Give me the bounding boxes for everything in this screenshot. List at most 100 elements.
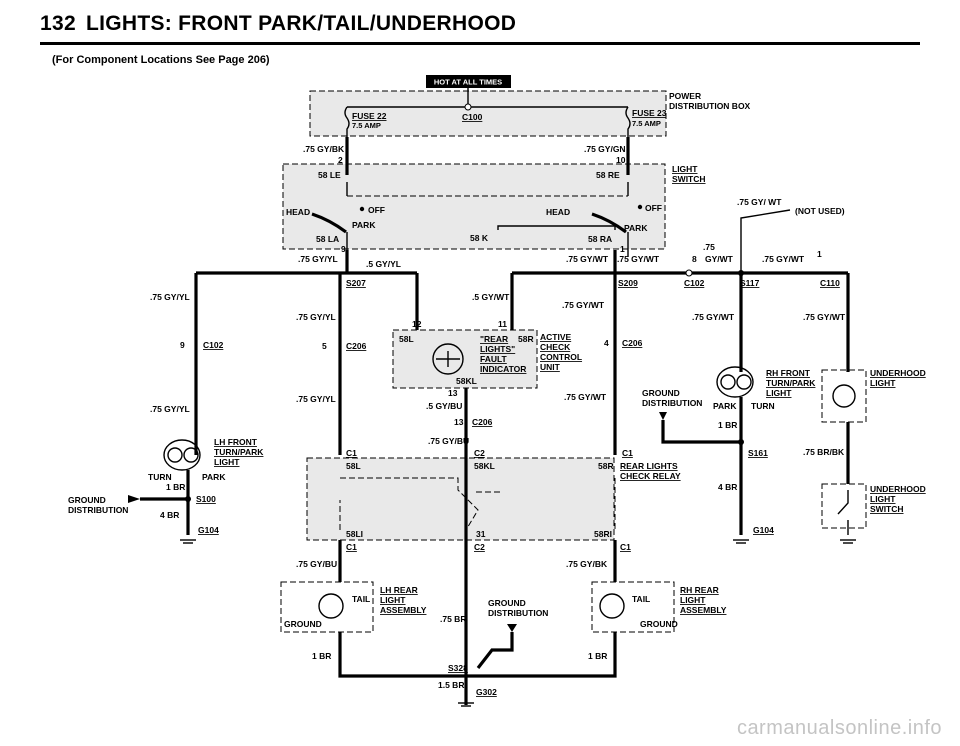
g104: G104 [198, 525, 219, 535]
lh-front-l2: TURN/PARK [214, 447, 264, 457]
acu-l3: CONTROL [540, 352, 582, 362]
relay-58l: 58L [346, 461, 361, 471]
relay-58kl: 58KL [474, 461, 495, 471]
underhood-bulb [832, 384, 856, 408]
c206-c: C206 [472, 417, 493, 427]
fuse-23-symbol [625, 106, 631, 137]
ground-dist-l1: GROUND [68, 495, 106, 505]
wire-gybk-b: .75 GY/BK [566, 559, 608, 569]
c102-top: C102 [684, 278, 705, 288]
relay-58li: 58LI [346, 529, 363, 539]
gd2-arrow [659, 412, 667, 420]
lh-front-bulb-1 [167, 447, 183, 463]
c1-b: C1 [622, 448, 633, 458]
rh-rear-box [591, 581, 675, 633]
pin-1b: 1 [817, 249, 822, 259]
tail-l: TAIL [352, 594, 370, 604]
power-distribution-box [309, 90, 667, 137]
park-label: PARK [202, 472, 226, 482]
lh-front-lamp-body [163, 439, 201, 471]
ground-r: GROUND [640, 619, 678, 629]
c100-connector [464, 103, 472, 111]
acu-l4: UNIT [540, 362, 561, 372]
pin-12: 12 [412, 319, 422, 329]
light-switch-label-2: SWITCH [672, 174, 706, 184]
page-number: 132 [40, 12, 76, 35]
pin-13b: 13 [454, 417, 464, 427]
rh-rear-l1: RH REAR [680, 585, 719, 595]
s117: S117 [740, 278, 760, 288]
br1d-label: 1 BR [588, 651, 607, 661]
gd3-arrow [507, 624, 517, 632]
br1-label: 1 BR [166, 482, 185, 492]
c206-a: C206 [346, 341, 367, 351]
light-switch-label-1: LIGHT [672, 164, 698, 174]
wire-gywt-c: GY/WT [705, 254, 734, 264]
sw-off-dot-left [359, 206, 365, 212]
gd2-wire [661, 420, 741, 444]
ground-l: GROUND [284, 619, 322, 629]
pin-4: 4 [604, 338, 609, 348]
lh-rear-l1: LH REAR [380, 585, 418, 595]
wire-5gybu: .5 GY/BU [426, 401, 462, 411]
fault-l4: INDICATOR [480, 364, 526, 374]
lh-rear-box [280, 581, 374, 633]
s328: S328 [448, 663, 468, 673]
sw-off-dot-right [637, 204, 643, 210]
fault-indicator-filament [436, 351, 460, 367]
gd2-l1: GROUND [642, 388, 680, 398]
wire-gywt-rr: .75 GY/WT [803, 312, 846, 322]
rh-rear-l3: ASSEMBLY [680, 605, 727, 615]
wire-gywt-sw: .75 GY/WT [566, 254, 609, 264]
g302: G302 [476, 687, 497, 697]
sw-off-left: OFF [368, 205, 385, 215]
g104b: G104 [753, 525, 774, 535]
rh-rear-bulb [599, 593, 625, 619]
fault-l1: "REAR [480, 334, 508, 344]
fault-indicator-bulb [432, 343, 464, 375]
sw-head-right: HEAD [546, 207, 570, 217]
power-box-label-1: POWER [669, 91, 701, 101]
underhood-switch-l1: UNDERHOOD [870, 484, 926, 494]
pin-9b: 9 [180, 340, 185, 350]
wire-75: .75 [703, 242, 715, 252]
relay-l2: CHECK RELAY [620, 471, 681, 481]
wire-gybu-c: .75 GY/BU [428, 436, 469, 446]
underhood-switch-contact [837, 490, 849, 535]
gd3-wire [476, 632, 514, 669]
c1-a: C1 [346, 448, 357, 458]
rh-front-bulb-1 [720, 374, 736, 390]
wire-gyyl-l1: .75 GY/YL [150, 292, 190, 302]
c206-b: C206 [622, 338, 643, 348]
lh-front-l1: LH FRONT [214, 437, 258, 447]
relay-58r: 58R [598, 461, 614, 471]
s207: S207 [346, 278, 366, 288]
pin-10: 10 [616, 155, 626, 165]
hot-label: HOT AT ALL TIMES [434, 78, 502, 87]
fuse-22-name: FUSE 22 [352, 111, 387, 121]
tail-r: TAIL [632, 594, 650, 604]
br1c-label: 1 BR [312, 651, 331, 661]
wire-gyyl-l2: .75 GY/YL [150, 404, 190, 414]
rh-front-l2: TURN/PARK [766, 378, 816, 388]
rh-front-bulb-2 [736, 374, 752, 390]
fuse-22-rating: 7.5 AMP [352, 121, 381, 130]
acu-shade [393, 330, 537, 388]
wire-gyyl-sw: .75 GY/YL [298, 254, 338, 264]
lh-front-bulb-2 [183, 447, 199, 463]
ground-dist-l2: DISTRIBUTION [68, 505, 128, 515]
sw-head-left: HEAD [286, 207, 310, 217]
gd3-l2: DISTRIBUTION [488, 608, 548, 618]
pin-9: 9 [341, 244, 346, 254]
relay-box [306, 457, 615, 541]
sw-58k-link [497, 225, 616, 230]
fault-l3: FAULT [480, 354, 508, 364]
c100-label: C100 [462, 112, 483, 122]
lh-front-l3: LIGHT [214, 457, 240, 467]
watermark: carmanualsonline.info [736, 717, 942, 739]
c102-top-dot [685, 269, 693, 277]
c2-a: C2 [474, 448, 485, 458]
relay-shade [307, 458, 614, 540]
acu-58kl: 58KL [456, 376, 477, 386]
br15-label: 1.5 BR [438, 680, 464, 690]
